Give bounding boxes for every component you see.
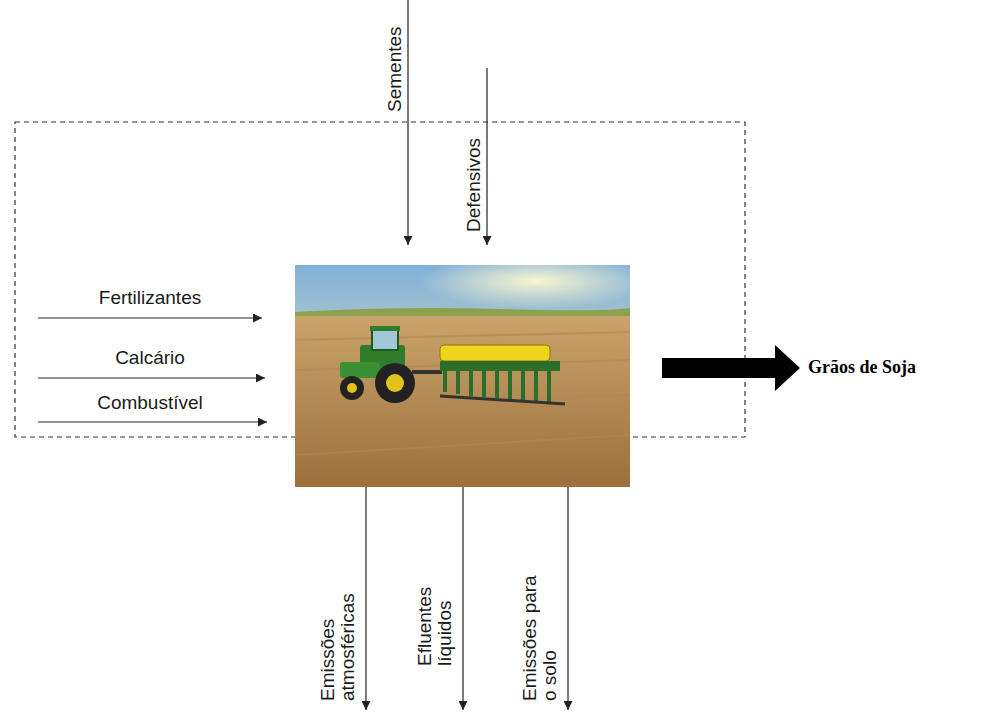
input-arrow — [486, 68, 487, 245]
input-arrow — [38, 317, 262, 318]
input-arrow — [38, 377, 265, 378]
output-arrow — [365, 487, 366, 710]
tractor-photo — [295, 265, 630, 487]
input-label: Sementes — [385, 2, 405, 112]
output-label: Emissões atmosféricas — [318, 569, 358, 701]
output-arrow — [567, 487, 568, 710]
output-label: Emissões para o solo — [520, 569, 560, 701]
input-label: Calcário — [38, 348, 262, 368]
input-label: Defensivos — [464, 112, 484, 232]
input-arrow — [407, 0, 408, 245]
product-label: Grãos de Soja — [808, 357, 998, 377]
product-arrow — [662, 345, 800, 391]
input-label: Fertilizantes — [38, 288, 262, 308]
input-label: Combustível — [38, 393, 262, 413]
output-label: Efluentes líquidos — [415, 551, 455, 666]
flow-arrows — [38, 0, 568, 710]
system-boundary — [15, 122, 745, 437]
input-arrow — [38, 421, 267, 422]
output-arrow — [462, 487, 463, 710]
